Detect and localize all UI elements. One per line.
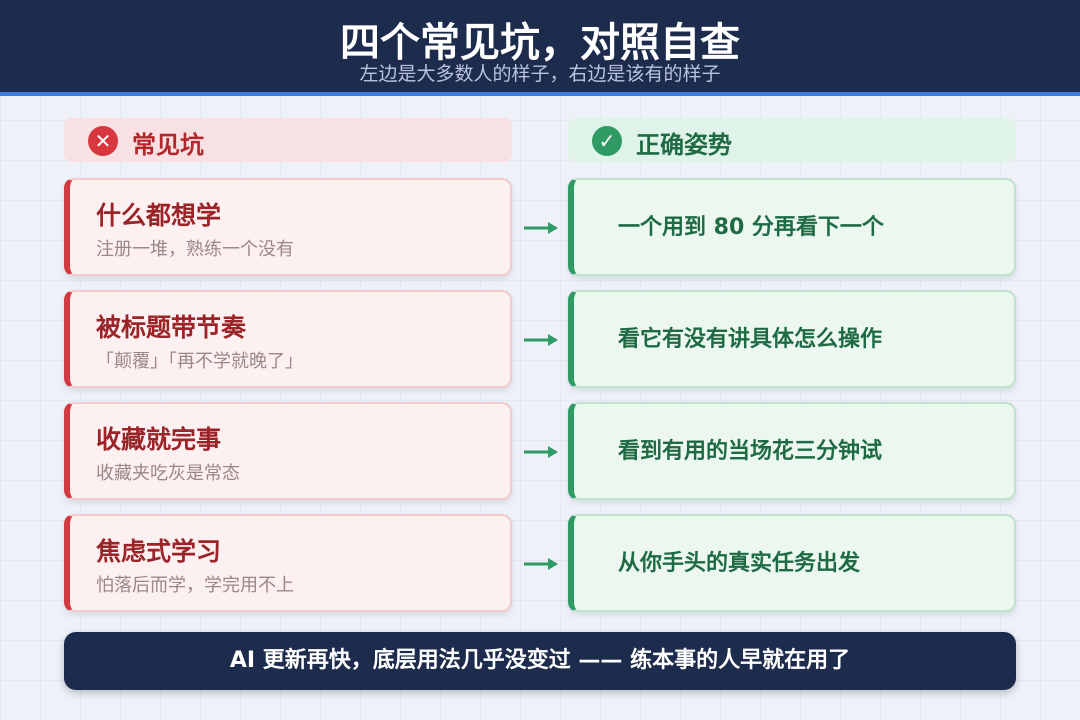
arrow-right-icon: [524, 222, 558, 234]
solution-text: 看到有用的当场花三分钟试: [618, 439, 883, 464]
footer-banner: AI 更新再快，底层用法几乎没变过 —— 练本事的人早就在用了: [64, 632, 1016, 690]
solution-text: 看它有没有讲具体怎么操作: [618, 327, 883, 352]
page-subtitle: 左边是大多数人的样子，右边是该有的样子: [359, 63, 721, 85]
pitfall-description: 怕落后而学，学完用不上: [96, 575, 294, 596]
pitfall-description: 「颠覆」「再不学就晚了」: [96, 351, 303, 372]
pitfall-title: 收藏就完事: [96, 425, 222, 454]
solution-card: 一个用到 80 分再看下一个: [568, 178, 1016, 276]
footer-text: AI 更新再快，底层用法几乎没变过 —— 练本事的人早就在用了: [229, 648, 851, 673]
pitfall-card: 收藏就完事 收藏夹吃灰是常态: [64, 402, 512, 500]
bad-column-label: 常见坑: [132, 131, 204, 159]
solution-card: 看它有没有讲具体怎么操作: [568, 290, 1016, 388]
pitfall-card: 被标题带节奏 「颠覆」「再不学就晚了」: [64, 290, 512, 388]
pitfall-card: 什么都想学 注册一堆，熟练一个没有: [64, 178, 512, 276]
pitfall-description: 注册一堆，熟练一个没有: [96, 239, 294, 260]
x-circle-icon: ✕: [88, 126, 118, 156]
good-column-header: ✓ 正确姿势: [568, 118, 1016, 162]
solution-card: 看到有用的当场花三分钟试: [568, 402, 1016, 500]
solution-card: 从你手头的真实任务出发: [568, 514, 1016, 612]
solution-text: 从你手头的真实任务出发: [618, 551, 861, 576]
arrow-right-icon: [524, 446, 558, 458]
pitfall-card: 焦虑式学习 怕落后而学，学完用不上: [64, 514, 512, 612]
pitfall-title: 焦虑式学习: [96, 537, 222, 566]
header: 四个常见坑，对照自查 左边是大多数人的样子，右边是该有的样子: [0, 0, 1080, 96]
page-title: 四个常见坑，对照自查: [340, 20, 740, 66]
arrow-right-icon: [524, 334, 558, 346]
bad-column-header: ✕ 常见坑: [64, 118, 512, 162]
check-circle-icon: ✓: [592, 126, 622, 156]
pitfall-title: 被标题带节奏: [96, 313, 247, 342]
pitfall-title: 什么都想学: [96, 201, 222, 230]
pitfall-description: 收藏夹吃灰是常态: [96, 463, 240, 484]
good-column-label: 正确姿势: [636, 131, 732, 159]
solution-text: 一个用到 80 分再看下一个: [618, 215, 884, 240]
arrow-right-icon: [524, 558, 558, 570]
